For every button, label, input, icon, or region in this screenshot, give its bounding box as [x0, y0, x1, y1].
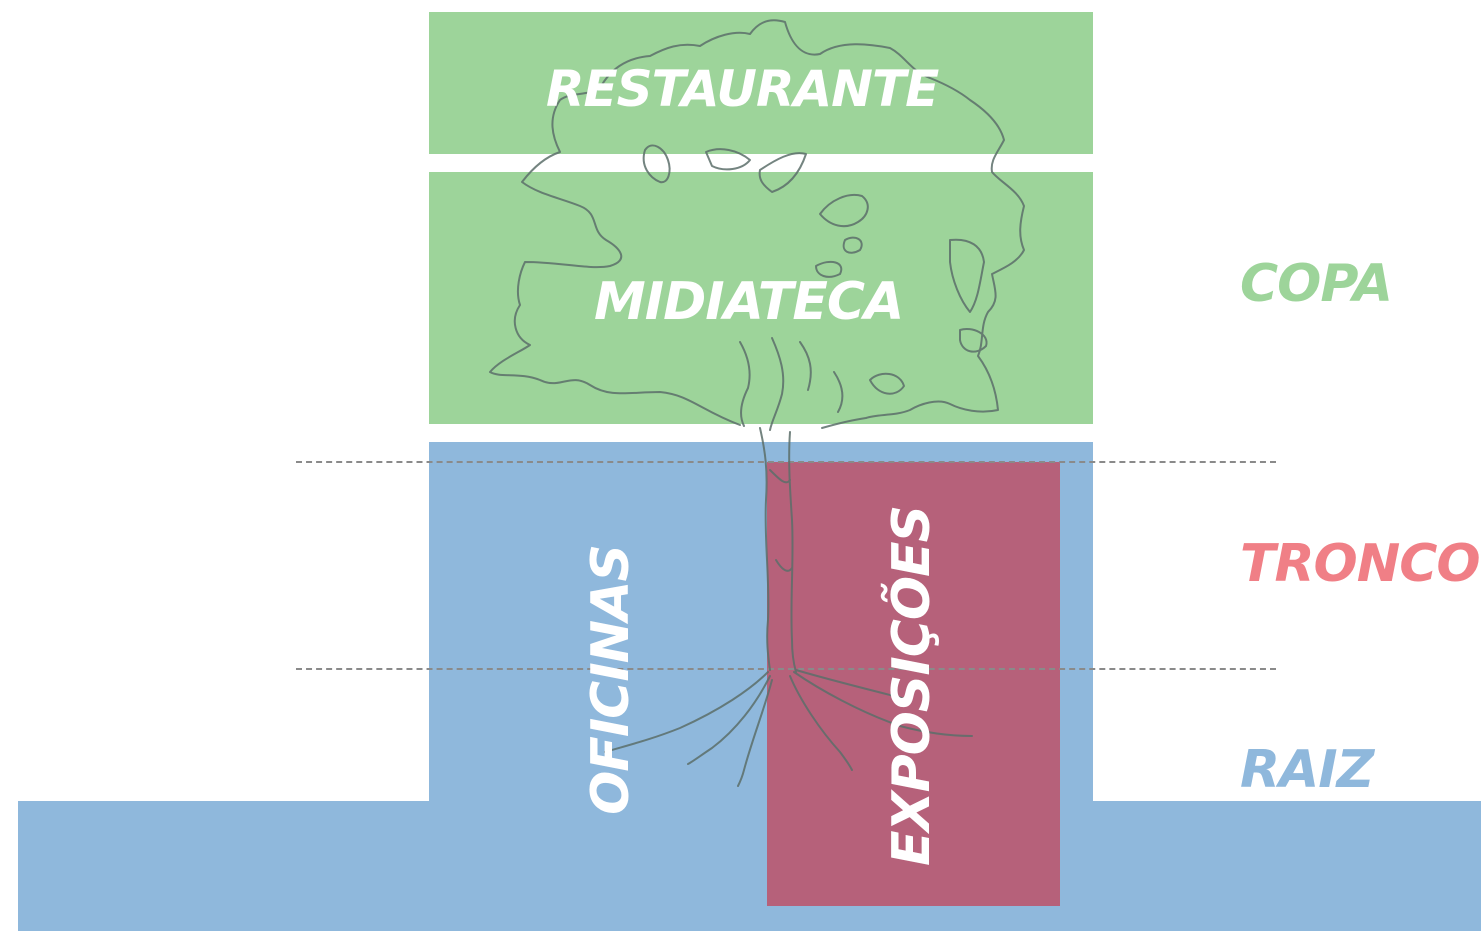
midiateca-label: MIDIATECA: [594, 272, 904, 332]
base-ground-block: [18, 801, 1481, 931]
copa-tronco-divider: [296, 461, 1276, 463]
copa-zone-label: COPA: [1240, 254, 1393, 314]
oficinas-label: OFICINAS: [581, 545, 641, 815]
restaurante-label: RESTAURANTE: [546, 60, 939, 118]
tronco-raiz-divider: [296, 668, 1276, 670]
exposicoes-label: EXPOSIÇÕES: [882, 505, 942, 867]
raiz-zone-label: RAIZ: [1240, 740, 1374, 800]
tronco-zone-label: TRONCO: [1240, 534, 1481, 594]
